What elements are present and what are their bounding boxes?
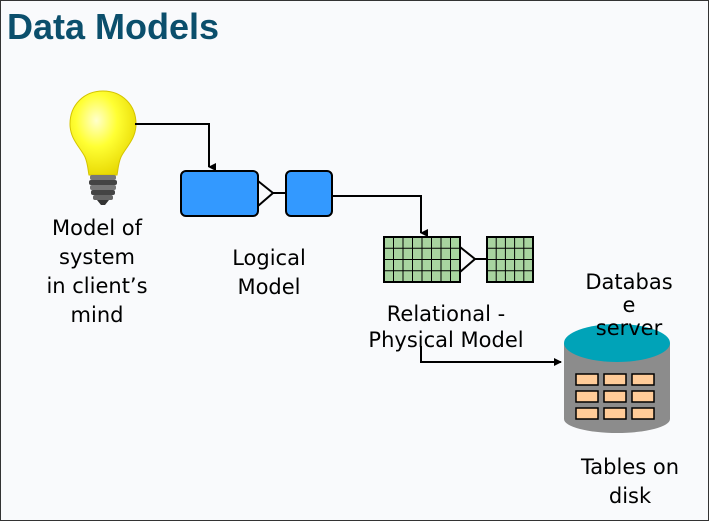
- database-cylinder-icon: [564, 324, 670, 433]
- lightbulb-icon: [69, 90, 137, 205]
- crows-foot-icon: [257, 180, 286, 207]
- relational-model-diagram: [383, 236, 534, 283]
- relational-model-label: Relational - Physical Model: [368, 302, 524, 352]
- database-server-label: Databas e server: [585, 270, 673, 340]
- entity-box-icon: [285, 170, 333, 217]
- crows-foot-icon: [459, 246, 487, 273]
- page-title: Data Models: [7, 6, 220, 47]
- table-grid-icon: [383, 236, 461, 283]
- client-mind-label: Model of system in client’s mind: [46, 216, 148, 327]
- logical-model-label: Logical Model: [232, 246, 306, 299]
- table-grid-icon: [486, 236, 534, 283]
- connector-logical-to-relational: [332, 195, 428, 237]
- connector-bulb-to-logical: [135, 123, 216, 171]
- tables-on-disk-label: Tables on disk: [580, 455, 680, 508]
- disk-tables-icon: [575, 373, 655, 420]
- connector-relational-to-database: [420, 346, 562, 366]
- logical-model-diagram: [180, 170, 333, 217]
- entity-box-icon: [180, 170, 259, 217]
